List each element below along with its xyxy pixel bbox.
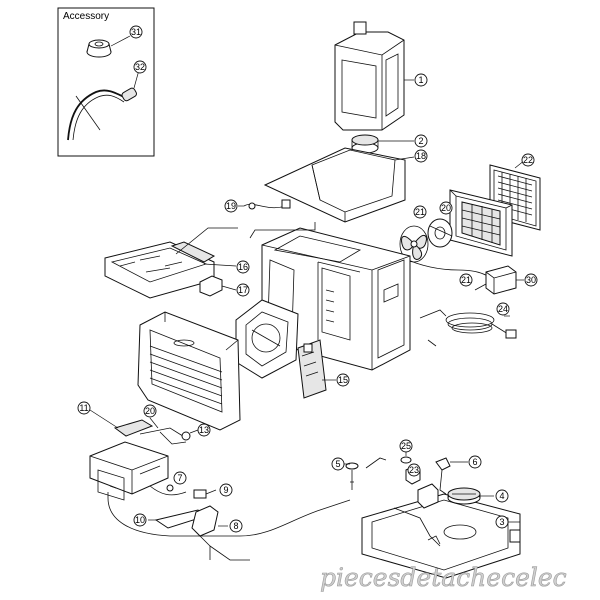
svg-text:21: 21 (461, 275, 471, 285)
burner-assembly (89, 441, 169, 501)
callout: 25 (399, 439, 413, 453)
circuit-board (297, 339, 336, 399)
callout: 22 (521, 153, 535, 167)
svg-text:7: 7 (177, 473, 182, 483)
valve-9 (193, 489, 217, 499)
svg-text:25: 25 (401, 441, 411, 451)
callout: 11 (77, 401, 91, 415)
svg-text:2: 2 (418, 136, 423, 146)
callout-list: 31 32 1 2 18 22 19 21 20 16 17 21 30 24 … (77, 25, 538, 533)
svg-text:9: 9 (223, 485, 228, 495)
callout: 24 (496, 302, 510, 316)
callout: 3 (495, 515, 509, 529)
fuel-tank (334, 21, 414, 131)
svg-text:17: 17 (238, 285, 248, 295)
svg-text:18: 18 (416, 151, 426, 161)
svg-text:5: 5 (335, 459, 340, 469)
callout: 17 (236, 283, 250, 297)
svg-text:1: 1 (418, 75, 423, 85)
svg-text:4: 4 (499, 491, 504, 501)
main-body-frame (261, 227, 411, 371)
callout: 1 (414, 73, 428, 87)
callout: 21 (413, 205, 427, 219)
callout: 21 (459, 273, 473, 287)
top-lid (263, 147, 415, 223)
front-cover (137, 311, 241, 431)
fuel-pipe-7 (149, 484, 187, 496)
tank-cap (351, 134, 414, 154)
sensor-wire (238, 199, 291, 210)
svg-text:24: 24 (498, 304, 508, 314)
callout: 13 (197, 423, 211, 437)
callout: 10 (133, 513, 147, 527)
igniter (139, 417, 199, 445)
fitting-5 (344, 462, 359, 490)
callout: 4 (495, 489, 509, 503)
svg-text:16: 16 (238, 262, 248, 272)
bracket-8 (191, 505, 228, 560)
connecting-wires (107, 222, 351, 561)
oil-filter-4 (447, 487, 494, 505)
sensor-probe-6 (435, 457, 468, 495)
control-module (474, 265, 524, 295)
callout: 30 (524, 273, 538, 287)
callout: 2 (414, 134, 428, 148)
power-cord (419, 309, 517, 347)
plug-25 (400, 452, 412, 464)
base-plate (361, 493, 521, 579)
callout: 20 (439, 201, 453, 215)
svg-text:10: 10 (135, 515, 145, 525)
svg-text:21: 21 (415, 207, 425, 217)
callout: 32 (133, 60, 147, 74)
svg-text:6: 6 (472, 457, 477, 467)
callout: 19 (224, 199, 238, 213)
fan-housing (449, 189, 513, 257)
callout: 15 (336, 373, 350, 387)
callout: 8 (229, 519, 243, 533)
internal-wire-23 (403, 257, 489, 277)
accessory-title: Accessory (63, 11, 109, 22)
svg-text:3: 3 (499, 517, 504, 527)
svg-text:15: 15 (338, 375, 348, 385)
svg-text:32: 32 (135, 62, 145, 72)
svg-text:8: 8 (233, 521, 238, 531)
svg-text:13: 13 (199, 425, 209, 435)
sensor-plate (235, 299, 299, 379)
callout: 9 (219, 483, 233, 497)
control-panel (104, 241, 237, 299)
svg-text:22: 22 (523, 155, 533, 165)
callout: 18 (414, 149, 428, 163)
knob-17 (199, 275, 237, 297)
burner-cover-11 (89, 409, 154, 437)
svg-text:11: 11 (79, 403, 88, 413)
callout: 23 (407, 463, 421, 477)
svg-text:23: 23 (409, 465, 419, 475)
callout: 6 (468, 455, 482, 469)
callout: 31 (129, 25, 143, 39)
svg-text:20: 20 (145, 406, 155, 416)
callout: 16 (236, 260, 250, 274)
svg-text:19: 19 (226, 201, 236, 211)
svg-text:30: 30 (526, 275, 536, 285)
svg-text:20: 20 (441, 203, 451, 213)
fan-motor (427, 218, 453, 248)
svg-text:31: 31 (131, 27, 141, 37)
callout: 5 (331, 457, 345, 471)
watermark-text: piecesdetachecelec (320, 563, 567, 592)
accessory-filter-cap (86, 35, 131, 58)
callout: 20 (143, 404, 157, 418)
callout: 7 (173, 471, 187, 485)
